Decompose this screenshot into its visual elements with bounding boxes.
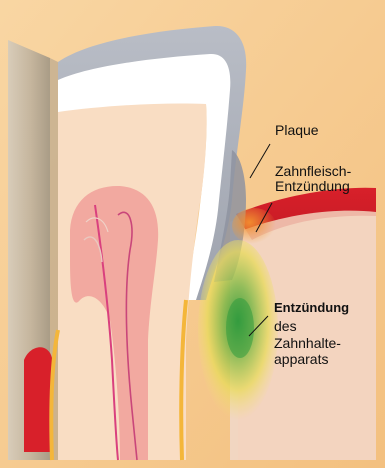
plaque-label: Plaque bbox=[275, 122, 319, 138]
periodontitis-label-line3: Zahnhalte- bbox=[274, 335, 341, 351]
periodontitis-label-line2: des bbox=[274, 318, 297, 334]
left-gum-strip bbox=[24, 347, 52, 452]
gingivitis-label-line1: Zahnfleisch- bbox=[275, 163, 351, 179]
inflammation-core bbox=[226, 298, 254, 358]
gingivitis-label-line2: Entzündung bbox=[275, 178, 350, 194]
periodontitis-label-line4: apparats bbox=[274, 351, 328, 367]
gum-inflammation bbox=[232, 208, 276, 244]
periodontitis-label-line1: Entzündung bbox=[274, 300, 349, 316]
